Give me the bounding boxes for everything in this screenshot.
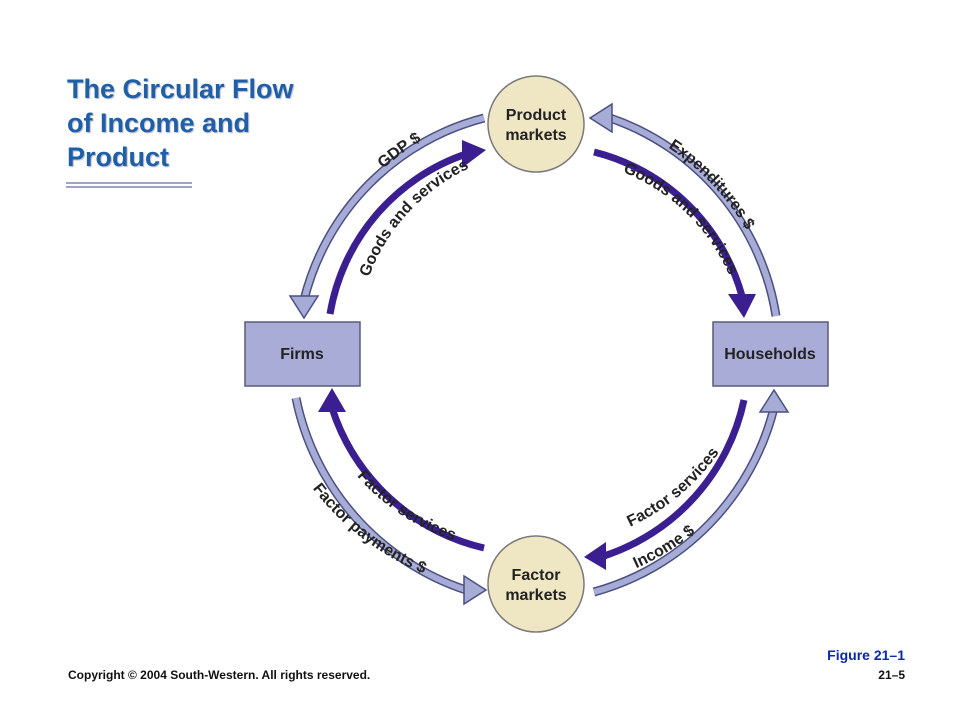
figure-number: Figure 21–1 (827, 647, 905, 663)
title-underline (66, 182, 192, 188)
factor-services-left-arrow (318, 388, 485, 552)
firms-label: Firms (280, 346, 324, 363)
factor-payments-arrow (291, 397, 488, 606)
product-markets-node: Product markets (487, 75, 585, 173)
slide-title: The Circular Flow of Income and Product (67, 72, 357, 174)
slide-title-line-1: The Circular Flow (67, 74, 294, 104)
factor-markets-label-1: Factor (512, 567, 561, 584)
households-label: Households (724, 346, 816, 363)
households-node: Households (712, 321, 829, 387)
page-number: 21–5 (878, 668, 905, 682)
slide-title-line-3: Product (67, 142, 170, 172)
firms-node: Firms (244, 321, 361, 387)
factor-markets-label-2: markets (505, 587, 566, 604)
factor-markets-node: Factor markets (487, 535, 585, 633)
expenditures-label: Expenditures $ (666, 137, 758, 233)
goods-services-right-arrow (593, 148, 756, 318)
copyright-notice: Copyright © 2004 South-Western. All righ… (68, 668, 371, 682)
gdp-arrow (288, 113, 486, 320)
goods-services-left-arrow (326, 140, 486, 315)
factor-services-right-arrow (584, 399, 748, 570)
income-arrow (592, 388, 790, 597)
slide-title-line-2: of Income and (67, 108, 251, 138)
product-markets-label-1: Product (506, 107, 567, 124)
product-markets-label-2: markets (505, 127, 566, 144)
factor-payments-label: Factor payments $ (309, 480, 428, 577)
expenditures-arrow (588, 102, 781, 317)
